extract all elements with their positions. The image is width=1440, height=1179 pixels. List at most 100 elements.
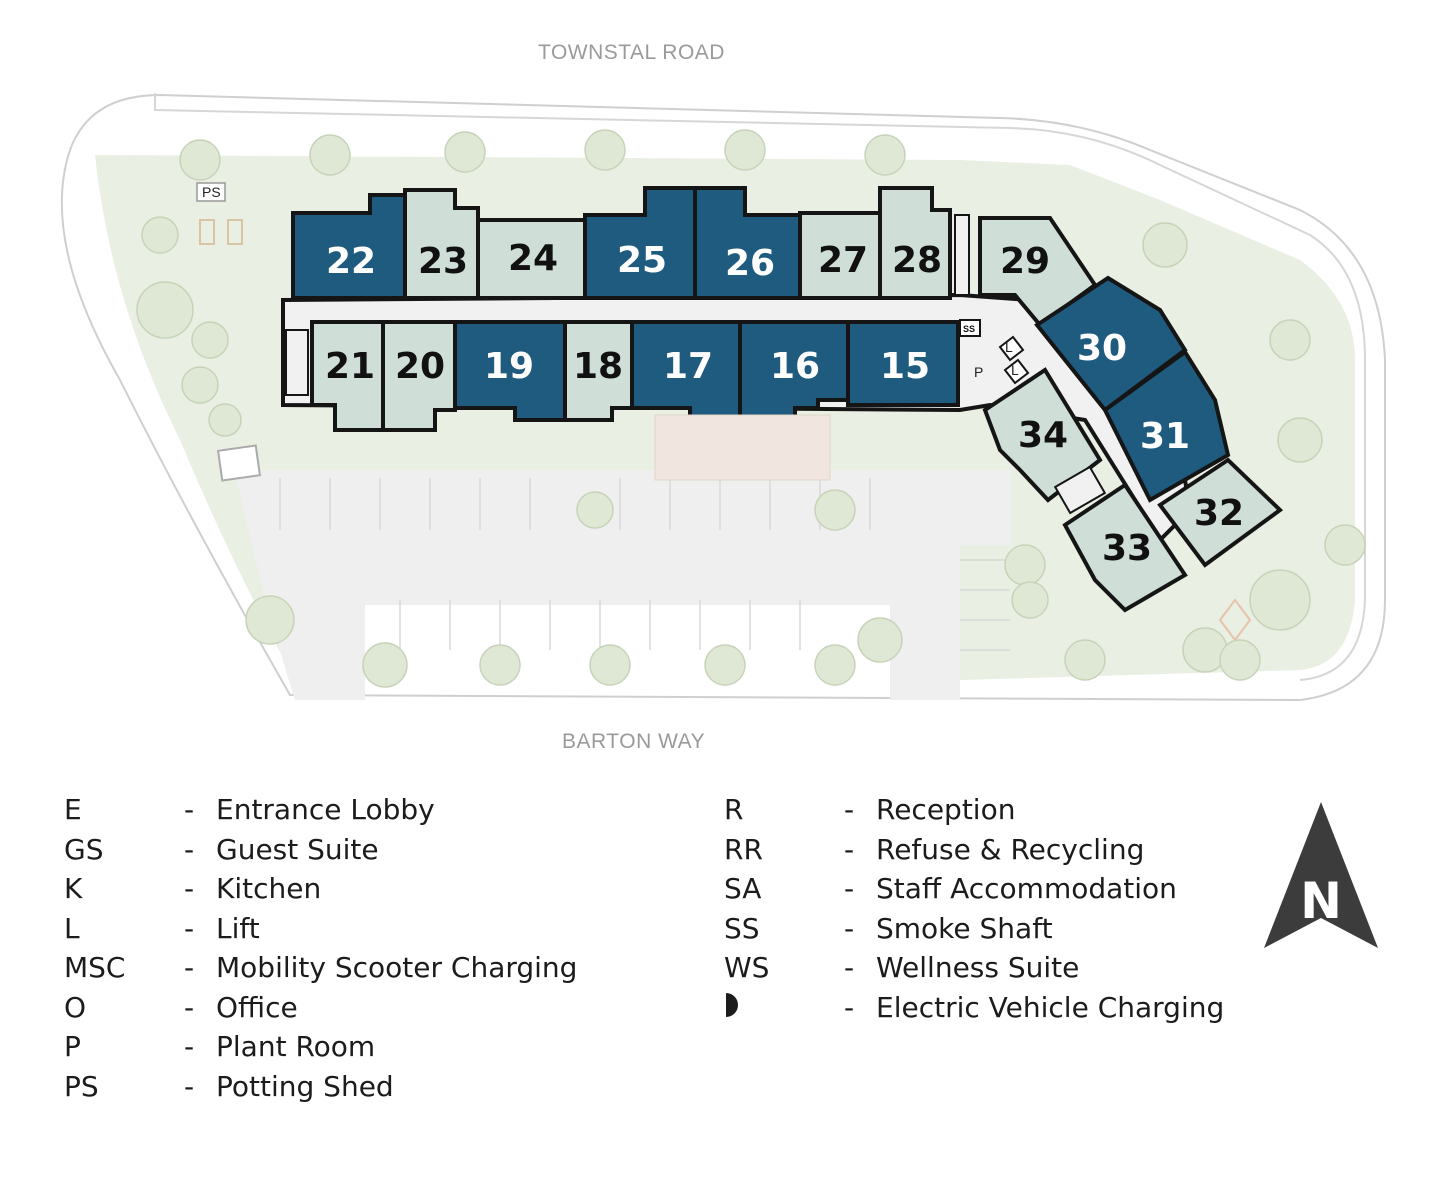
legend-row: L -Lift (64, 909, 577, 949)
unit-label-31: 31 (1140, 416, 1190, 457)
unit-label-23: 23 (418, 241, 468, 282)
legend-code-ev (724, 991, 844, 1024)
patio-center (654, 414, 831, 481)
legend-row: E -Entrance Lobby (64, 790, 577, 830)
legend-dash: - (844, 872, 855, 906)
unit-label-15: 15 (880, 346, 930, 387)
footpath-north (154, 93, 1366, 681)
legend-row: K -Kitchen (64, 869, 577, 909)
unit-33[interactable] (1062, 482, 1188, 613)
pergola (1218, 598, 1252, 642)
legend-code: SA (724, 872, 762, 906)
legend-desc: Potting Shed (216, 1069, 394, 1103)
unit-label-25: 25 (617, 240, 667, 281)
unit-label-26: 26 (725, 243, 775, 284)
smoke-shaft-label: SS (963, 324, 975, 334)
legend-dash: - (184, 1069, 195, 1103)
legend-desc: Reception (876, 793, 1016, 827)
site-boundary (60, 93, 1386, 702)
legend-dash: - (184, 793, 195, 827)
unit-32[interactable] (1157, 457, 1284, 568)
legend-dash: - (844, 951, 855, 985)
legend-code: O (64, 990, 87, 1024)
legend-left: E-Entrance Lobby GS-Guest Suite K-Kitche… (64, 790, 577, 1106)
legend-dash: - (184, 951, 195, 985)
unit-label-16: 16 (770, 346, 820, 387)
legend-code: E (64, 793, 82, 827)
legend-code: WS (724, 951, 770, 985)
service-rooms (285, 214, 1107, 515)
legend-dash: - (844, 832, 855, 866)
legend-desc: Kitchen (216, 872, 322, 906)
legend-desc: Entrance Lobby (216, 793, 435, 827)
legend-code: PS (64, 1069, 99, 1103)
legend-code: L (64, 911, 80, 945)
unit-label-21: 21 (325, 346, 375, 387)
legend-code: RR (724, 832, 763, 866)
legend-code: SS (724, 911, 760, 945)
legend-dash: - (184, 872, 195, 906)
legend-dash: - (184, 1030, 195, 1064)
legend-dash: - (184, 832, 195, 866)
legend-code: GS (64, 832, 104, 866)
legend-dash: - (184, 911, 195, 945)
legend-row: P -Plant Room (64, 1027, 577, 1067)
ev-charging-half-circle-icon (726, 992, 738, 1017)
legend-desc: Smoke Shaft (876, 911, 1053, 945)
legend-desc: Mobility Scooter Charging (216, 951, 578, 985)
legend-row: SS -Smoke Shaft (724, 909, 1224, 949)
unit-label-20: 20 (395, 346, 445, 387)
north-arrow-icon: N (1264, 802, 1378, 948)
north-arrow-letter: N (1300, 872, 1342, 930)
site-plan-map: PS TOWNSTAL ROAD BARTON WAY (60, 41, 1386, 753)
unit-label-19: 19 (484, 346, 534, 387)
legend-row: -Electric Vehicle Charging (724, 988, 1224, 1028)
plant-room-label: P (974, 364, 983, 380)
unit-34[interactable] (982, 367, 1103, 503)
bin-store (216, 444, 262, 482)
lift-label-1: L (1005, 339, 1013, 355)
legend-right: R-Reception RR-Refuse & Recycling SA-Sta… (724, 790, 1224, 1027)
unit-label-30: 30 (1077, 328, 1127, 369)
unit-label-27: 27 (818, 240, 868, 281)
unit-23[interactable] (403, 188, 480, 300)
trees (136, 129, 1366, 688)
potting-shed-label: PS (202, 184, 221, 200)
unit-label-17: 17 (663, 346, 713, 387)
unit-label-18: 18 (573, 346, 623, 387)
legend-row: RR -Refuse & Recycling (724, 830, 1224, 870)
legend-row: WS -Wellness Suite (724, 948, 1224, 988)
unit-label-24: 24 (508, 238, 558, 279)
legend-desc: Refuse & Recycling (876, 832, 1145, 866)
legend-row: MSC -Mobility Scooter Charging (64, 948, 577, 988)
lift-label-2: L (1011, 362, 1019, 378)
legend-code: K (64, 872, 83, 906)
legend-desc: Plant Room (216, 1030, 376, 1064)
legend-dash: - (844, 793, 855, 827)
legend-code: MSC (64, 951, 126, 985)
unit-31[interactable] (1102, 349, 1231, 503)
legend-desc: Electric Vehicle Charging (876, 990, 1225, 1024)
legend-row: O-Office (64, 988, 577, 1028)
unit-label-29: 29 (1000, 241, 1050, 282)
parking-bays (279, 478, 1010, 651)
legend-row: PS -Potting Shed (64, 1067, 577, 1107)
parking-area (235, 470, 1010, 700)
legend-dash: - (844, 911, 855, 945)
unit-label-28: 28 (892, 240, 942, 281)
unit-28[interactable] (878, 186, 952, 300)
units (291, 186, 1284, 613)
unit-15[interactable] (846, 320, 960, 407)
legend-dash: - (184, 990, 195, 1024)
barton-way-label: BARTON WAY (562, 730, 705, 753)
legend-code: P (64, 1030, 81, 1064)
unit-labels: 22 23 24 25 26 27 28 29 21 20 19 18 17 1… (325, 238, 1244, 569)
legend-row: R -Reception (724, 790, 1224, 830)
legend-row: GS-Guest Suite (64, 830, 577, 870)
legend-code: R (724, 793, 744, 827)
townstal-road-label: TOWNSTAL ROAD (538, 41, 725, 64)
legend-desc: Wellness Suite (876, 951, 1080, 985)
potting-shed (196, 182, 226, 202)
legend-desc: Lift (216, 911, 260, 945)
unit-label-33: 33 (1102, 528, 1152, 569)
